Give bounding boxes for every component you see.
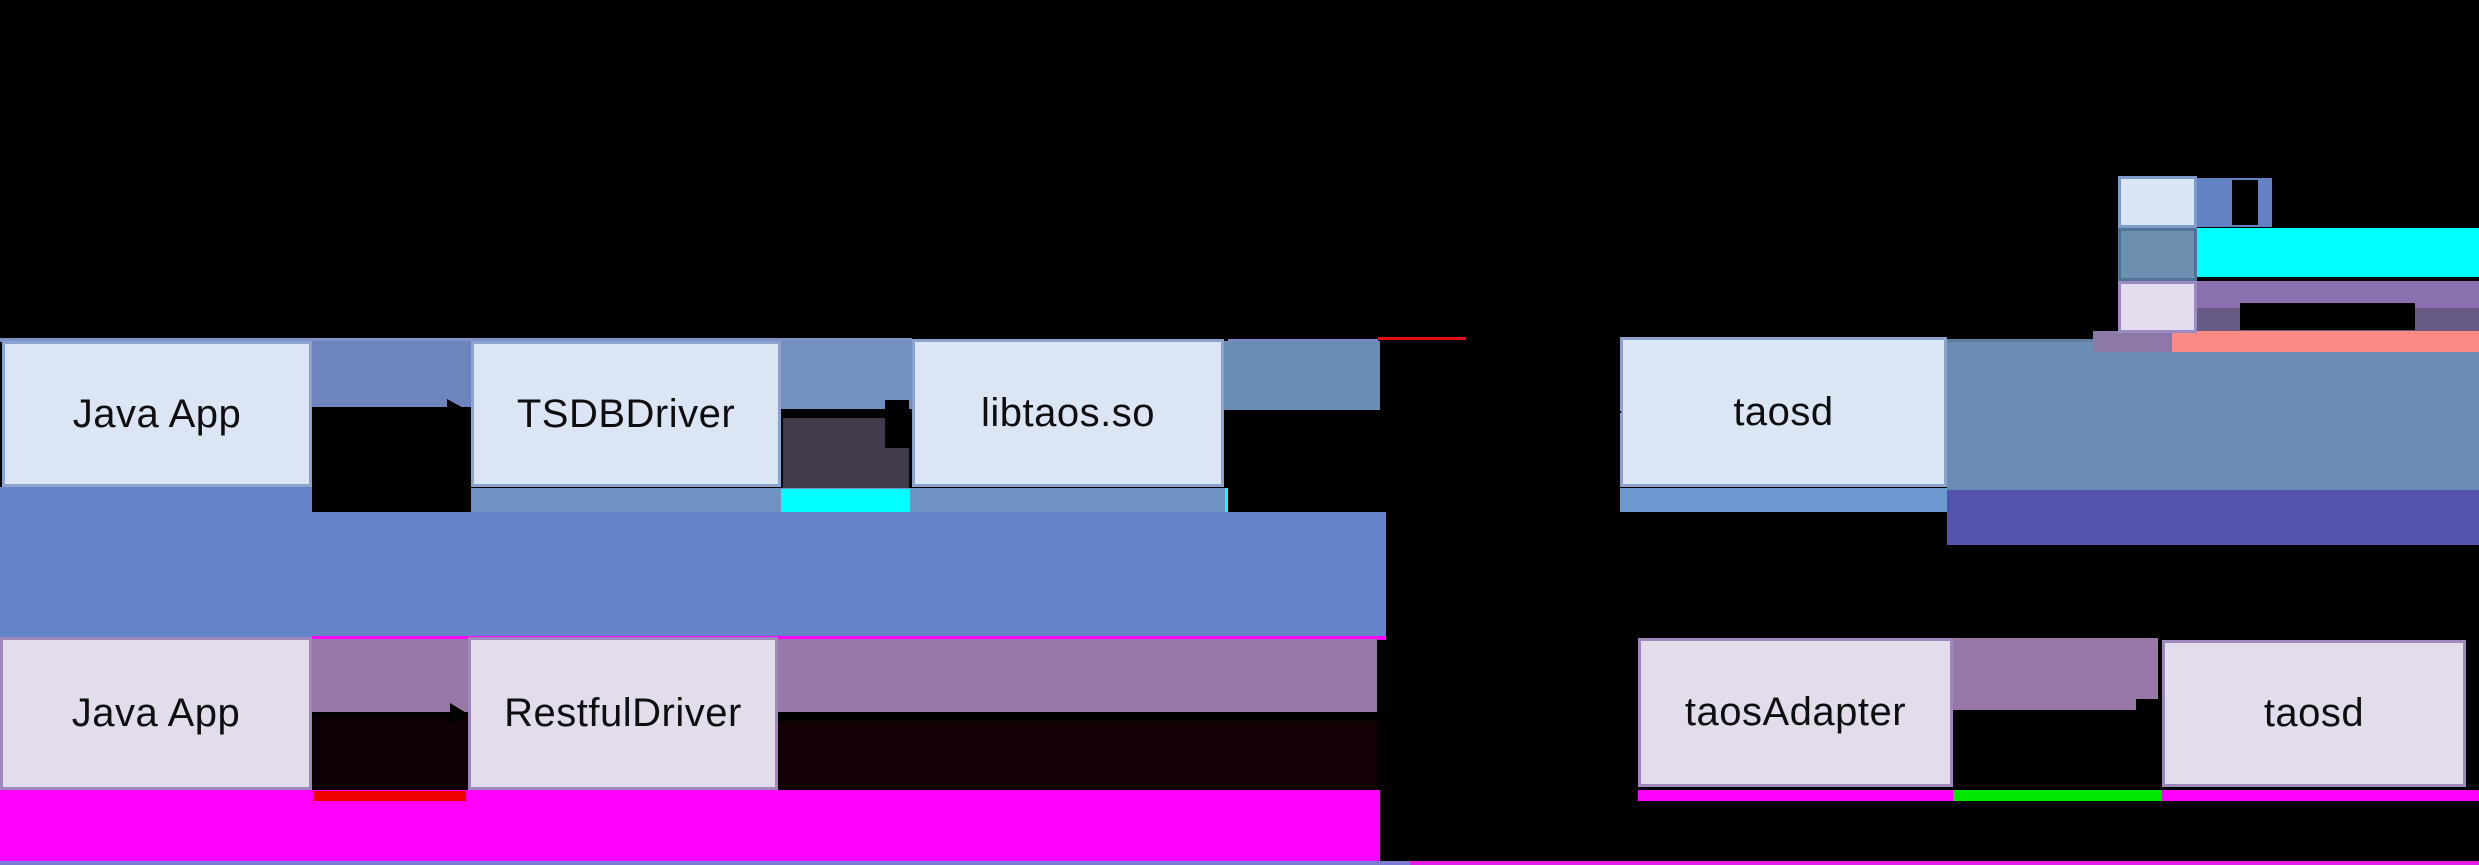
bottom-edge-line-left [0, 861, 1410, 865]
dark-maroon-region [778, 721, 1377, 791]
magenta-strip-under-taosadapter [1638, 790, 1953, 801]
gap-dark-region-bottom [313, 714, 468, 792]
node-libtaos: libtaos.so [912, 339, 1224, 487]
node-restfuldriver-label: RestfulDriver [504, 691, 742, 735]
legend-row2-swatch [2118, 228, 2197, 281]
cluster-steel-container [1947, 339, 2479, 490]
node-java-app-jni-label: Java App [72, 391, 242, 436]
node-taosd-jni-label: taosd [1733, 389, 1834, 434]
arrow-javaapp-to-tsdbdriver-line [318, 409, 450, 413]
legend-row3-swatch [2118, 281, 2197, 333]
strip-under-taosd [1620, 488, 1947, 512]
gap-band-tsdbdriver-libtaos [781, 341, 912, 409]
legend-row4-highlight [2172, 331, 2479, 352]
arrow-javaapp-to-tsdbdriver-head [447, 399, 467, 421]
node-restfuldriver: RestfulDriver [468, 637, 778, 790]
node-taosadapter: taosAdapter [1638, 638, 1953, 787]
indigo-strip [1947, 490, 2479, 545]
legend-row3-text-mass [2240, 303, 2415, 330]
arrow-restfuldriver-to-taosadapter-head [1624, 708, 1638, 724]
legend-row1-swatch [2118, 176, 2197, 228]
legend-row2-highlight [2197, 228, 2479, 277]
node-taosd-jni: taosd [1620, 337, 1947, 487]
steel-mid-top-edge [1228, 339, 1378, 342]
arrow-taosadapter-to-taosd-line [1955, 711, 2138, 715]
jni-big-blue-container [0, 512, 1386, 637]
arrow-javaapp-to-restfuldriver-line [318, 712, 450, 716]
node-taosd-restful: taosd [2162, 640, 2466, 787]
cyan-edge-line [1225, 488, 1228, 512]
arrow-javaapp-to-restfuldriver-head [450, 703, 468, 725]
node-libtaos-label: libtaos.so [981, 390, 1155, 435]
node-tsdbdriver: TSDBDriver [471, 341, 781, 487]
green-highlight-strip [1953, 790, 2162, 801]
arrow-restfuldriver-to-taosadapter-line [1602, 714, 1626, 717]
blue-under-javaapp [0, 487, 312, 513]
red-highlight-line-top [1378, 337, 1466, 340]
arrow-tsdbdriver-to-libtaos-head [885, 400, 909, 448]
restful-purple-band-right [1953, 638, 2158, 710]
legend-row4-swatch [2093, 331, 2172, 352]
bottom-edge-line-right [1410, 861, 2479, 865]
node-java-app-jni: Java App [2, 341, 312, 487]
arrow-libtaos-to-taosd-head [1606, 403, 1622, 421]
node-java-app-restful: Java App [0, 637, 312, 790]
arrow-tsdbdriver-to-libtaos-line [785, 411, 887, 415]
arrow-taosadapter-to-taosd-head [2136, 699, 2162, 733]
node-java-app-restful-label: Java App [71, 691, 241, 735]
node-tsdbdriver-label: TSDBDriver [516, 391, 736, 436]
arrow-libtaos-to-taosd-line [1390, 410, 1608, 413]
node-taosadapter-label: taosAdapter [1684, 690, 1907, 734]
steel-band-right-of-libtaos [1224, 341, 1380, 410]
magenta-highlight-band [0, 790, 1380, 861]
cyan-highlight-strip [781, 489, 910, 512]
jni-container-top-edge [0, 338, 912, 342]
magenta-strip-under-taosd2 [2162, 790, 2479, 801]
gap-band-javaapp-tsdbdriver [312, 341, 471, 407]
node-taosd-restful-label: taosd [2263, 691, 2365, 735]
legend-row1-text-mass [2232, 180, 2258, 225]
magenta-divider-line [312, 636, 1386, 640]
red-highlight-strip [313, 791, 466, 801]
